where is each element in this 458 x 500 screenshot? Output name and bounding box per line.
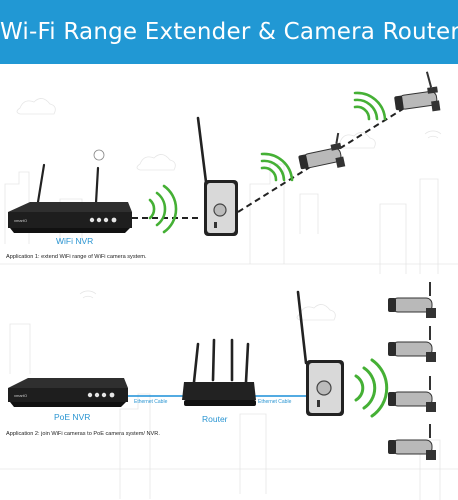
poe-nvr-label: PoE NVR xyxy=(54,412,91,422)
camera-icon xyxy=(388,376,436,412)
title-banner xyxy=(0,0,458,64)
camera-icon xyxy=(388,424,436,460)
wifi-signal-icon xyxy=(79,290,97,299)
building-icon xyxy=(4,171,30,244)
cloud-icon xyxy=(296,304,336,321)
router-icon xyxy=(182,338,256,406)
city-background xyxy=(0,98,458,500)
building-icon xyxy=(379,203,407,274)
page-title: Wi-Fi Range Extender & Camera Router xyxy=(0,19,458,45)
camera-icon xyxy=(394,71,441,112)
ethernet-cable-label-left: Ethernet Cable xyxy=(134,399,168,405)
camera-icon xyxy=(388,282,436,318)
cloud-icon xyxy=(136,154,176,171)
extender-icon xyxy=(196,116,238,236)
camera-icon xyxy=(388,326,436,362)
nvr-icon xyxy=(8,378,128,407)
poe-nvr-brand-text: xmartO xyxy=(14,393,27,398)
wifi-signal-icon xyxy=(260,91,387,182)
wifi-signal-icon xyxy=(424,130,442,139)
building-icon xyxy=(419,439,441,500)
nvr-brand-text: xmartO xyxy=(14,218,27,223)
cloud-icon xyxy=(16,98,56,115)
wifi-signal-icon xyxy=(148,184,178,234)
application-1-text: Application 1: extend WiFi range of WiFi… xyxy=(6,254,147,260)
building-icon xyxy=(419,178,439,274)
ethernet-cable-label-right: Ethernet Cable xyxy=(258,399,292,405)
building-icon xyxy=(9,323,31,374)
application-2-text: Application 2: join WiFi cameras to PoE … xyxy=(6,431,160,437)
building-icon xyxy=(239,413,267,494)
building-icon xyxy=(119,393,151,499)
extender-icon xyxy=(296,290,344,416)
router-label: Router xyxy=(202,414,228,424)
camera-icon xyxy=(298,132,346,170)
wifi-nvr-label: WiFi NVR xyxy=(56,236,94,246)
building-icon xyxy=(299,193,319,234)
nvr-icon xyxy=(8,149,132,233)
wifi-signal-icon xyxy=(354,358,389,418)
